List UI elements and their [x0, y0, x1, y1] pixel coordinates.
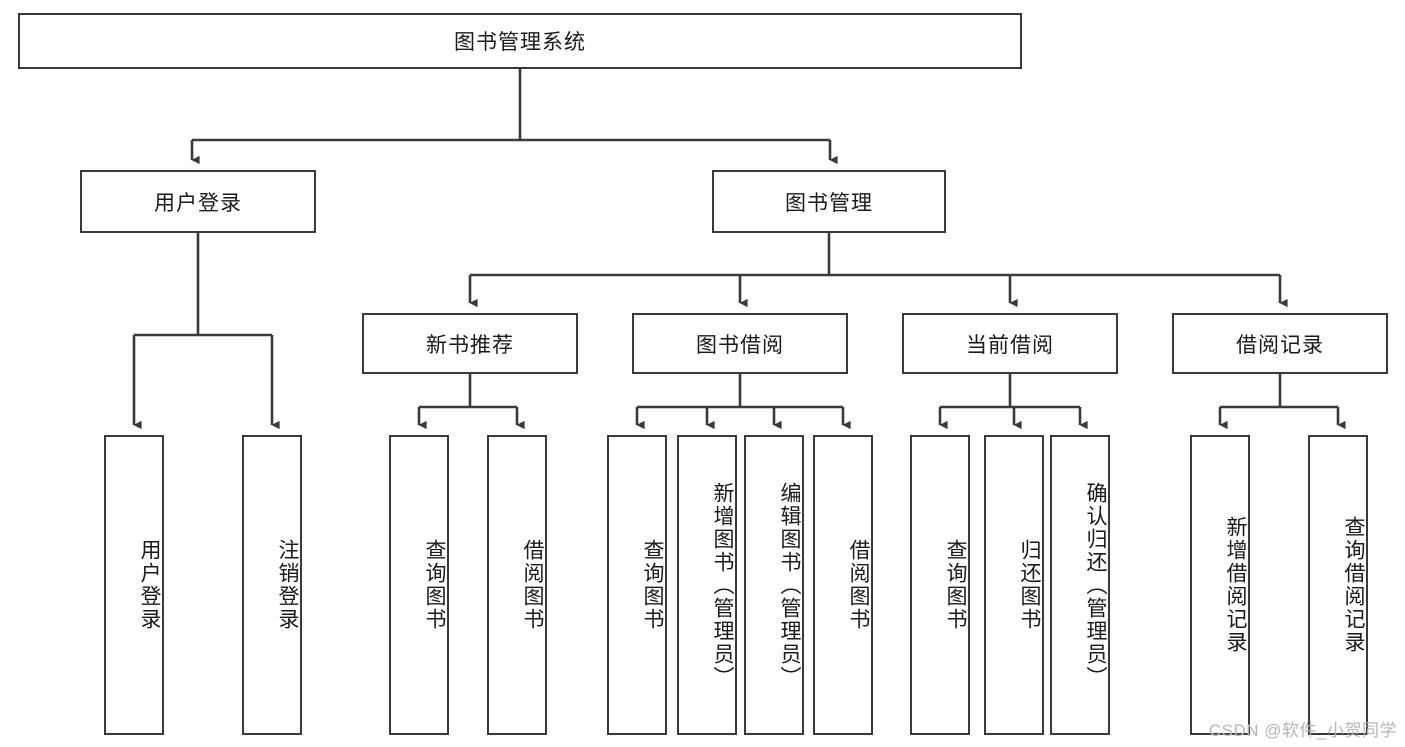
node-new-book-recommend-label: 新书推荐 — [426, 333, 514, 357]
node-root-label: 图书管理系统 — [454, 31, 586, 54]
node-book-borrow-label: 图书借阅 — [696, 333, 784, 357]
node-borrow-record-label: 借阅记录 — [1236, 333, 1324, 357]
leaf-user-login-label: 用户登录 — [138, 539, 161, 631]
leaf-query-borrow-record[interactable]: 查询借阅记录 — [1308, 435, 1368, 735]
node-current-borrow-label: 当前借阅 — [966, 333, 1054, 357]
leaf-query-book-a[interactable]: 查询图书 — [389, 435, 449, 735]
leaf-borrow-book-b[interactable]: 借阅图书 — [813, 435, 873, 735]
node-book-borrow[interactable]: 图书借阅 — [632, 313, 848, 374]
leaf-add-book[interactable]: 新增图书（管理员） — [677, 435, 737, 735]
watermark-text: CSDN @软件_小贺同学 — [1208, 721, 1397, 740]
leaf-add-borrow-record[interactable]: 新增借阅记录 — [1190, 435, 1250, 735]
leaf-return-book-label: 归还图书 — [1018, 539, 1041, 631]
leaf-user-login[interactable]: 用户登录 — [104, 435, 164, 735]
leaf-query-book-b-label: 查询图书 — [641, 539, 664, 631]
leaf-query-book-b[interactable]: 查询图书 — [607, 435, 667, 735]
leaf-query-book-c[interactable]: 查询图书 — [910, 435, 970, 735]
node-user-login-label: 用户登录 — [154, 191, 242, 215]
leaf-borrow-book-b-label: 借阅图书 — [847, 539, 870, 631]
leaf-confirm-return[interactable]: 确认归还（管理员） — [1050, 435, 1110, 735]
leaf-add-borrow-record-label: 新增借阅记录 — [1224, 516, 1247, 654]
leaf-query-book-a-label: 查询图书 — [423, 539, 446, 631]
leaf-logout[interactable]: 注销登录 — [242, 435, 302, 735]
leaf-borrow-book-a-label: 借阅图书 — [521, 539, 544, 631]
leaf-confirm-return-label: 确认归还（管理员） — [1084, 481, 1107, 689]
leaf-logout-label: 注销登录 — [276, 539, 299, 631]
node-book-manage[interactable]: 图书管理 — [712, 170, 946, 233]
node-user-login[interactable]: 用户登录 — [80, 170, 316, 233]
node-borrow-record[interactable]: 借阅记录 — [1172, 313, 1388, 374]
node-current-borrow[interactable]: 当前借阅 — [902, 313, 1118, 374]
leaf-borrow-book-a[interactable]: 借阅图书 — [487, 435, 547, 735]
leaf-edit-book[interactable]: 编辑图书（管理员） — [744, 435, 804, 735]
leaf-query-book-c-label: 查询图书 — [944, 539, 967, 631]
leaf-add-book-label: 新增图书（管理员） — [711, 481, 734, 689]
node-new-book-recommend[interactable]: 新书推荐 — [362, 313, 578, 374]
leaf-edit-book-label: 编辑图书（管理员） — [778, 481, 801, 689]
node-root[interactable]: 图书管理系统 — [18, 13, 1022, 69]
leaf-return-book[interactable]: 归还图书 — [984, 435, 1044, 735]
leaf-query-borrow-record-label: 查询借阅记录 — [1342, 516, 1365, 654]
node-book-manage-label: 图书管理 — [785, 191, 873, 215]
